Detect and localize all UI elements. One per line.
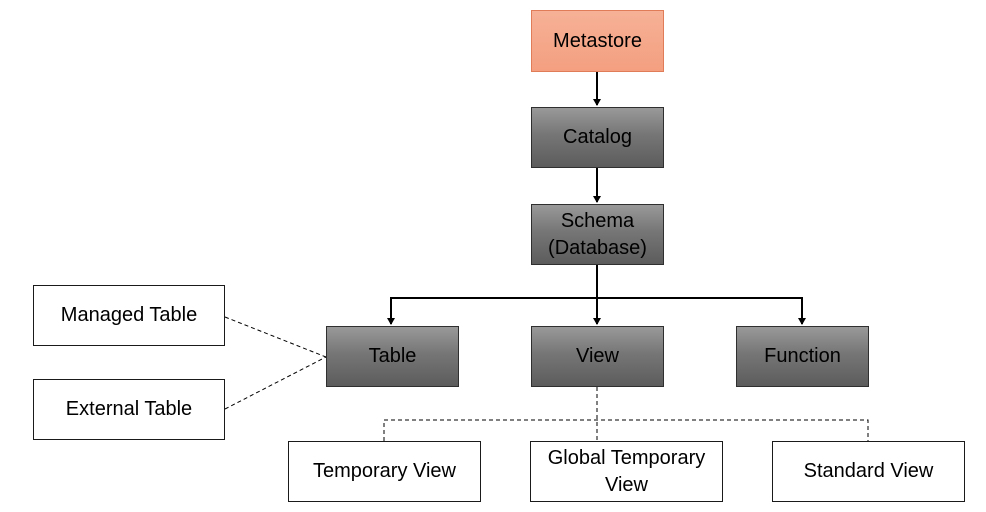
managed-table-box: Managed Table: [33, 285, 225, 346]
global-temporary-view-box: Global Temporary View: [530, 441, 723, 502]
global-temporary-view-label: Global Temporary View: [547, 446, 706, 496]
function-box: Function: [736, 326, 869, 387]
external-table-label: External Table: [65, 398, 193, 420]
temporary-view-box: Temporary View: [288, 441, 481, 502]
view-label: View: [576, 345, 619, 367]
temporary-view-label: Temporary View: [312, 460, 457, 482]
metastore-box: Metastore: [531, 10, 664, 72]
dash-managed-table: [224, 316, 327, 358]
standard-view-label: Standard View: [803, 460, 934, 482]
schema-box: Schema (Database): [531, 204, 664, 265]
standard-view-box: Standard View: [772, 441, 965, 502]
function-label: Function: [764, 345, 841, 367]
table-label: Table: [368, 345, 417, 367]
dash-external-table: [224, 356, 327, 410]
table-box: Table: [326, 326, 459, 387]
metastore-label: Metastore: [553, 29, 642, 52]
catalog-box: Catalog: [531, 107, 664, 168]
managed-table-label: Managed Table: [60, 304, 198, 326]
dash-view-bar: [383, 419, 869, 441]
view-box: View: [531, 326, 664, 387]
schema-label: Schema (Database): [548, 209, 647, 259]
external-table-box: External Table: [33, 379, 225, 440]
catalog-label: Catalog: [563, 126, 632, 148]
